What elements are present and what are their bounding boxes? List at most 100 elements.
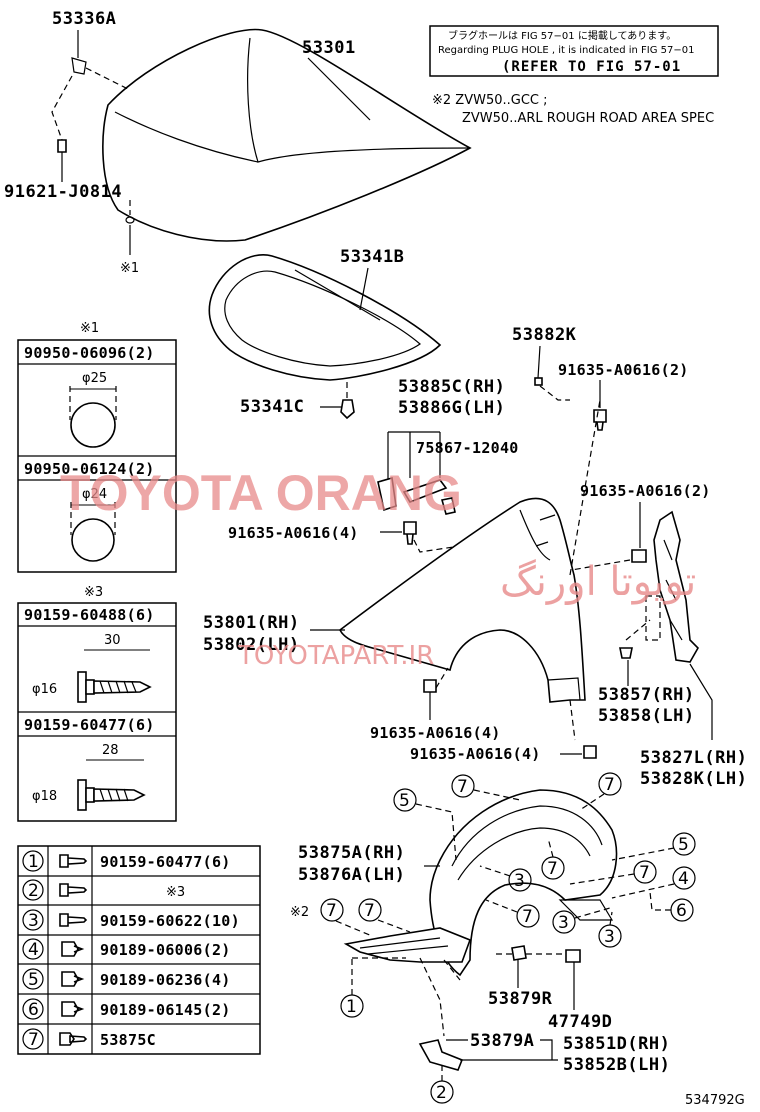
- svg-text:5: 5: [399, 791, 410, 811]
- callout-3a: 3: [479, 865, 532, 892]
- svg-text:7: 7: [522, 907, 533, 927]
- legend-row6-clip-icon: [61, 1001, 85, 1017]
- figure-id: 534792G: [685, 1093, 745, 1108]
- label-91621-J0814: 91621-J0814: [4, 182, 122, 202]
- legend-row3-part: 90159-60622(10): [100, 912, 240, 930]
- svg-text:3: 3: [558, 913, 569, 933]
- callout-5b: 5: [611, 832, 696, 861]
- legend-row2-part: ※3: [166, 885, 185, 900]
- label-53876A: 53876A(LH): [298, 865, 405, 885]
- label-47749D: 47749D: [548, 1012, 612, 1032]
- legend-row7-clip-icon: [59, 1032, 88, 1046]
- label-91635-top: 91635-A0616(2): [558, 361, 689, 379]
- watermark-persian: تویوتا اورنگ: [500, 559, 696, 605]
- label-75867-12040: 75867-12040: [416, 439, 519, 457]
- plug-row1-part: 90950-06096(2): [24, 344, 155, 362]
- callout-4: 4: [611, 866, 696, 899]
- legend-row1-part: 90159-60477(6): [100, 853, 231, 871]
- legend-row5-part: 90189-06236(4): [100, 971, 231, 989]
- label-53857: 53857(RH): [598, 685, 695, 705]
- plug-row1-dia: φ25: [82, 371, 107, 386]
- mudflap-drawing: [418, 1039, 464, 1071]
- legend-row2-screw-icon: [59, 883, 88, 897]
- label-53301: 53301: [302, 38, 356, 58]
- fender-strip-drawing: [653, 510, 699, 663]
- callout-7b: 7: [579, 772, 622, 811]
- screw-row2-dia: φ18: [32, 789, 57, 804]
- hood-insulator-drawing: [208, 254, 442, 381]
- callout-2: 2: [430, 1066, 454, 1104]
- legend-row3-screw-icon: [59, 913, 88, 927]
- spec-note-line2: ZVW50..ARL ROUGH ROAD AREA SPEC: [462, 111, 714, 126]
- watermark-site: TOYOTAPART.IR: [237, 641, 434, 671]
- svg-text:3: 3: [514, 871, 525, 891]
- callout-7e: 7: [485, 899, 540, 928]
- callout-5a: 5: [393, 788, 457, 861]
- legend-row-1: 1 90159-60477(6): [22, 850, 231, 872]
- legend-row-7: 7 53875C: [22, 1028, 156, 1050]
- reference-box: ブラグホールは FIG 57−01 に掲載してあります。 Regarding P…: [429, 25, 719, 77]
- label-53879A: 53879A: [470, 1031, 534, 1051]
- hood-clip: [51, 57, 135, 224]
- svg-text:7: 7: [639, 863, 650, 883]
- label-53858: 53858(LH): [598, 706, 695, 726]
- label-53886G: 53886G(LH): [398, 398, 505, 418]
- label-53885C: 53885C(RH): [398, 377, 505, 397]
- plug-row2-dia: φ24: [82, 487, 107, 502]
- screw-table: ※3 90159-60488(6) 30 φ16 90159-60477(6) …: [17, 585, 177, 822]
- label-53336A: 53336A: [52, 9, 116, 29]
- label-91635-right: 91635-A0616(2): [580, 482, 711, 500]
- callout-7c: 7: [541, 837, 565, 880]
- legend-row5-num: 5: [28, 970, 39, 990]
- label-53801: 53801(RH): [203, 613, 300, 633]
- callout-3b: 3: [552, 907, 611, 934]
- svg-text:7: 7: [547, 859, 558, 879]
- legend-row-5: 5 90189-06236(4): [22, 968, 231, 990]
- svg-text:7: 7: [457, 777, 468, 797]
- svg-text:3: 3: [604, 927, 615, 947]
- legend-row4-num: 4: [28, 940, 39, 960]
- plug-row2-shape: [71, 518, 115, 562]
- svg-text:7: 7: [326, 901, 337, 921]
- splash-shield-drawing: [343, 927, 472, 963]
- screw-47749D: [565, 949, 581, 963]
- watermark-latin: TOYOTA ORANG: [60, 465, 462, 521]
- plug-row1-shape: [70, 402, 116, 448]
- legend-row7-part: 53875C: [100, 1031, 156, 1049]
- plug-table: ※1 90950-06096(2) φ25 90950-06124(2) φ24: [17, 321, 177, 573]
- label-53851D: 53851D(RH): [563, 1034, 670, 1054]
- label-53879R: 53879R: [488, 989, 553, 1009]
- label-91635-low1: 91635-A0616(4): [370, 724, 501, 742]
- screw-row1-len: 30: [104, 633, 121, 648]
- label-53802: 53802(LH): [203, 635, 300, 655]
- svg-text:7: 7: [364, 901, 375, 921]
- legend-row4-clip-icon: [61, 941, 85, 957]
- legend-table: 1 90159-60477(6) 2 ※3 3 90159-60622(10) …: [17, 845, 261, 1055]
- label-note-mark2: ※2: [290, 905, 309, 920]
- label-note-mark1: ※1: [120, 261, 139, 276]
- svg-text:1: 1: [346, 997, 357, 1017]
- reference-line-en: Regarding PLUG HOLE , it is indicated in…: [438, 45, 694, 56]
- fender-liner-drawing: [429, 789, 618, 977]
- screw-row1-dia: φ16: [32, 682, 57, 697]
- plug-table-title: ※1: [80, 321, 99, 336]
- clip-53879R: [511, 945, 527, 961]
- legend-row2-num: 2: [28, 881, 39, 901]
- legend-row-3: 3 90159-60622(10): [22, 909, 240, 931]
- fender-drawing: [338, 497, 586, 703]
- label-53852B: 53852B(LH): [563, 1055, 670, 1075]
- callout-6: 6: [649, 891, 694, 922]
- label-91635-left: 91635-A0616(4): [228, 524, 359, 542]
- legend-row1-screw-icon: [59, 854, 88, 868]
- legend-row6-num: 6: [28, 1000, 39, 1020]
- legend-row4-part: 90189-06006(2): [100, 941, 231, 959]
- legend-row-2: 2 ※3: [22, 879, 185, 901]
- label-53827L: 53827L(RH): [640, 748, 747, 768]
- legend-row5-clip-icon: [61, 971, 85, 987]
- callout-7f: 7: [320, 898, 373, 937]
- screw-row2-part: 90159-60477(6): [24, 716, 155, 734]
- legend-row1-num: 1: [28, 852, 39, 872]
- label-91635-low2: 91635-A0616(4): [410, 745, 541, 763]
- legend-row7-num: 7: [28, 1030, 39, 1050]
